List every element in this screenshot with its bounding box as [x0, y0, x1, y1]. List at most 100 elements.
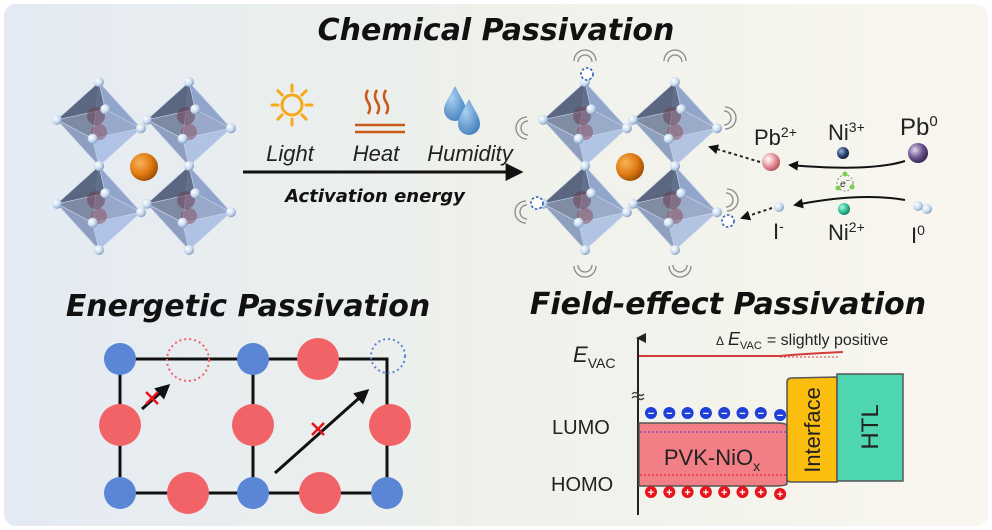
b-site-atom [663, 107, 681, 125]
anion-site [371, 477, 403, 509]
vacuum-level-line [639, 351, 844, 357]
blocked-mark-2 [311, 422, 325, 436]
svg-text:−: − [721, 408, 727, 420]
halide-atom [87, 217, 98, 228]
halide-atom [676, 104, 687, 115]
halide-atom [142, 198, 152, 209]
arrow-pb0-to-pb2 [788, 160, 906, 171]
ni2-base: Ni [828, 220, 849, 245]
negative-charge: − [663, 407, 676, 420]
halide-atom [628, 198, 638, 209]
stimulus-light: Light [266, 83, 315, 166]
label-light: Light [266, 141, 315, 166]
title-field-effect-passivation: Field-effect Passivation [530, 287, 926, 322]
label-pvk-nio: PVK-NiOx [664, 445, 760, 474]
background-panel [4, 4, 988, 526]
svg-text:−: − [648, 408, 654, 420]
positive-charge: + [663, 486, 676, 499]
b-site-atom [663, 191, 681, 209]
octahedron [538, 161, 632, 255]
svg-text:−: − [777, 410, 783, 422]
axis-break-icon [631, 391, 645, 401]
vibration-arc [663, 49, 687, 63]
dotted-arrow-iminus-to-vacancy [740, 207, 773, 221]
halide-atom [538, 114, 548, 125]
halide-atom [184, 245, 194, 255]
svg-text:−: − [739, 408, 745, 420]
halide-atom [226, 207, 236, 218]
b-site-atom [573, 191, 591, 209]
positive-charge: + [754, 486, 767, 499]
sun-ray [276, 89, 284, 97]
arrow-i0-to-iminus [793, 195, 906, 209]
halide-atom [580, 245, 590, 255]
halide-atom [87, 133, 98, 144]
blocked-mark-1 [145, 391, 159, 405]
a-site-cation [616, 153, 644, 181]
redox-cycle: e− Pb2+ Ni3+ Pb0 I- Ni2+ I0 [708, 113, 938, 248]
evac-base: E [573, 342, 588, 367]
svg-text:−: − [758, 408, 764, 420]
vibration-arc [573, 49, 597, 63]
ni2-sup: 2+ [849, 219, 865, 235]
dotted-arrow-pb2-to-lattice [708, 144, 761, 163]
halide-atom [136, 207, 146, 218]
pb2-sup: 2+ [781, 124, 797, 140]
halide-atom [712, 207, 722, 218]
svg-text:−: − [684, 408, 690, 420]
halide-atom [663, 133, 674, 144]
label-ni2: Ni2+ [828, 219, 865, 245]
halide-atom [712, 123, 722, 134]
vibration-arc [573, 264, 597, 278]
positive-charge: + [718, 486, 731, 499]
halide-atom [622, 123, 632, 134]
negative-charge: − [699, 407, 712, 420]
cation-site [232, 404, 274, 446]
svg-text:+: + [721, 487, 727, 499]
stimulus-humidity: Humidity [427, 86, 515, 166]
i0-base: I [911, 223, 917, 248]
negative-charge: − [774, 409, 787, 422]
halide-atom [586, 104, 597, 115]
octahedron [538, 77, 632, 171]
b-site-atom [573, 107, 591, 125]
positive-charge: + [736, 486, 749, 499]
halide-atom [142, 114, 152, 125]
svg-text:+: + [777, 489, 783, 501]
pb0-sup: 0 [929, 113, 937, 130]
pb2-base: Pb [754, 125, 781, 150]
a-site-cation [130, 153, 158, 181]
svg-text:+: + [758, 487, 764, 499]
ni2-atom [838, 203, 850, 215]
ni3-atom [837, 147, 849, 159]
lattice-diagram [99, 338, 411, 514]
perovskite-lattice-pristine [52, 77, 236, 255]
vibration-arc [668, 264, 692, 278]
svg-text:+: + [739, 487, 745, 499]
vacancy-cation [166, 338, 210, 382]
label-humidity: Humidity [427, 141, 515, 166]
cation-site [297, 338, 339, 380]
pvk-sub: x [753, 458, 760, 474]
halide-atom [670, 245, 680, 255]
sun-ray [276, 113, 284, 121]
positive-charge: + [699, 486, 712, 499]
halide-atom [94, 161, 104, 171]
octahedron [142, 161, 236, 255]
halide-atom [184, 77, 194, 87]
ni3-sup: 3+ [849, 119, 865, 135]
label-htl: HTL [857, 404, 884, 449]
halide-atom [184, 161, 194, 171]
anion-site [237, 343, 269, 375]
halide-atom [670, 77, 680, 87]
vibration-arc [725, 188, 739, 212]
vacancy-right [721, 214, 735, 228]
svg-text:+: + [684, 487, 690, 499]
delta-sub: VAC [740, 340, 762, 352]
halide-atom [177, 133, 188, 144]
halide-atom [676, 188, 687, 199]
halide-atom [94, 77, 104, 87]
positive-charge: + [681, 486, 694, 499]
